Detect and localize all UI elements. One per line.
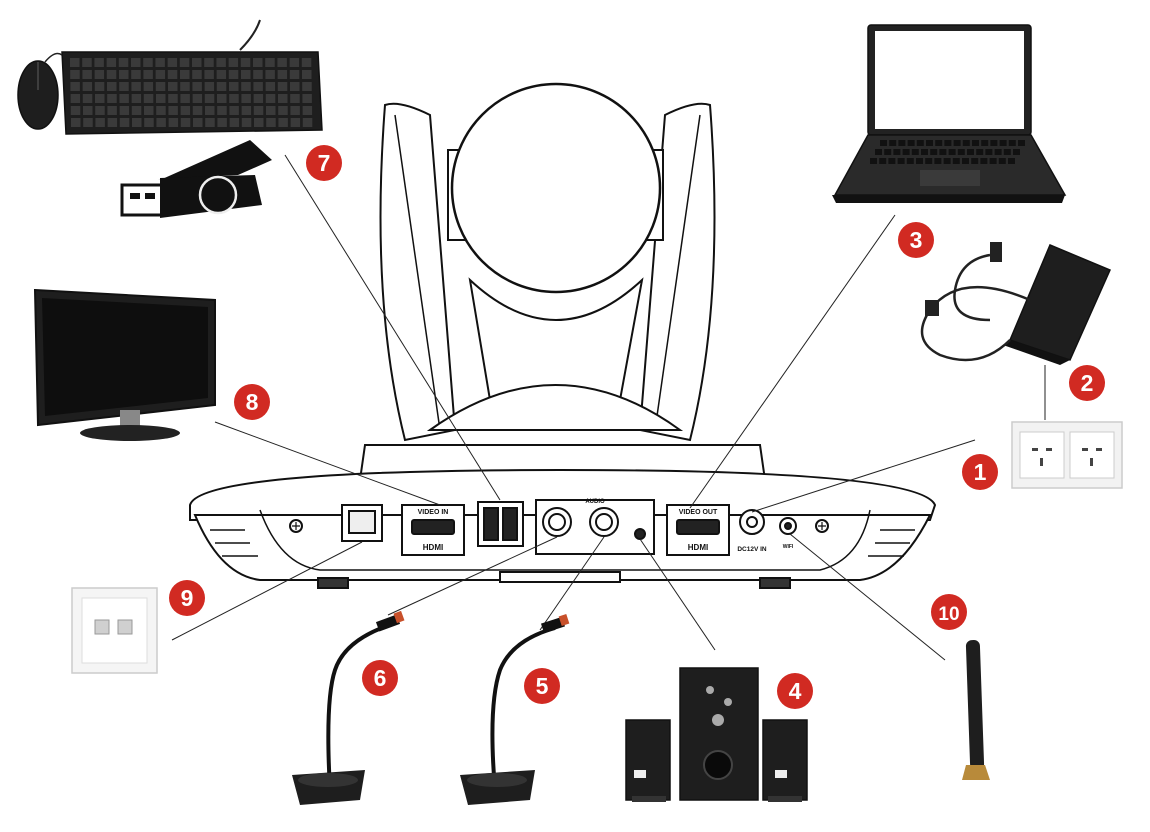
laptop-icon xyxy=(832,24,1067,203)
callout-badge-4: 4 xyxy=(777,673,813,709)
line-mic-6 xyxy=(387,536,558,616)
callout-number: 8 xyxy=(246,389,259,415)
power-adapter-icon xyxy=(920,242,1111,365)
antenna-icon xyxy=(962,640,990,780)
wifi-label: WIFI xyxy=(783,544,794,550)
callout-number: 3 xyxy=(910,227,923,253)
line-laptop xyxy=(689,214,896,509)
video-out-label: VIDEO OUT xyxy=(679,509,718,516)
callout-number: 4 xyxy=(789,678,802,704)
hdmi-out-label: HDMI xyxy=(688,543,708,552)
audio-label: AUDIO xyxy=(585,499,605,505)
hdmi-in-label: HDMI xyxy=(423,543,443,552)
video-in-label: VIDEO IN xyxy=(418,509,449,516)
line-power xyxy=(751,439,976,513)
callout-number: 5 xyxy=(536,673,549,699)
line-antenna xyxy=(789,533,946,661)
callout-badges: 1 2 3 4 5 6 7 8 9 10 xyxy=(169,145,1105,709)
line-mic-5 xyxy=(539,536,605,631)
callout-number: 2 xyxy=(1081,370,1094,396)
callout-number: 6 xyxy=(374,665,387,691)
callout-badge-2: 2 xyxy=(1069,365,1105,401)
callout-badge-10: 10 xyxy=(931,594,967,630)
callout-badge-7: 7 xyxy=(306,145,342,181)
network-socket-icon xyxy=(71,587,158,674)
dc-label: DC12V IN xyxy=(737,546,767,553)
port-labels: VIDEO IN HDMI AUDIO VIDEO OUT HDMI DC12V… xyxy=(418,499,794,553)
line-speakers xyxy=(639,538,716,651)
microphone-icon xyxy=(460,614,570,805)
usb-drive-icon xyxy=(120,140,272,218)
connection-lines xyxy=(171,154,1046,661)
callout-badge-8: 8 xyxy=(234,384,270,420)
callout-number: 10 xyxy=(938,604,959,625)
speakers-icon xyxy=(625,667,808,802)
line-network xyxy=(171,541,363,641)
callout-badge-5: 5 xyxy=(524,668,560,704)
power-socket-icon xyxy=(1011,421,1123,489)
callout-number: 9 xyxy=(181,585,194,611)
callout-badge-6: 6 xyxy=(362,660,398,696)
ptz-camera-icon xyxy=(189,82,937,589)
callout-badge-9: 9 xyxy=(169,580,205,616)
line-monitor xyxy=(214,421,441,506)
keyboard-icon xyxy=(61,19,323,135)
microphone-icon xyxy=(292,610,405,805)
mouse-icon xyxy=(17,52,63,130)
line-usb-devices xyxy=(284,154,501,501)
callout-badge-3: 3 xyxy=(898,222,934,258)
callout-number: 7 xyxy=(318,150,331,176)
callout-number: 1 xyxy=(974,459,987,485)
callout-badge-1: 1 xyxy=(962,454,998,490)
monitor-icon xyxy=(33,288,216,441)
